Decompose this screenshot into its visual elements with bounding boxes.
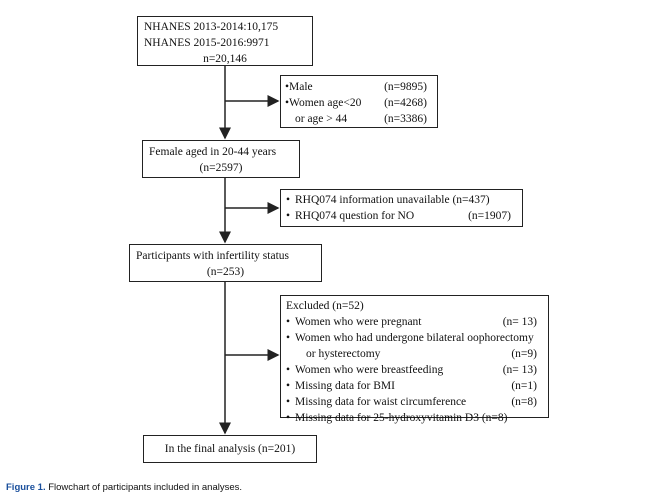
box-female-20-44: Female aged in 20-44 years (n=2597) [142,140,300,178]
box-exclusion-3: Excluded (n=52) Women who were pregnant(… [280,295,549,426]
infertility-line-2: (n=253) [206,266,245,278]
caption-label: Figure 1. [6,482,46,493]
excl3-row-bmi: Missing data for BMI(n=1) [286,378,543,394]
box-infertility-status: Participants with infertility status (n=… [129,244,322,282]
flow-arrows [219,66,280,435]
source-line-3: n=20,146 [203,53,247,65]
excl3-row-breastfeeding: Women who were breastfeeding(n= 13) [286,362,543,378]
final-line: In the final analysis (n=201) [164,443,296,455]
excl3-row-hysterectomy: or hysterectomy(n=9) [306,348,537,360]
figure-caption: Figure 1. Flowchart of participants incl… [6,482,242,493]
excl3-title: Excluded (n=52) [286,300,364,312]
excl3-row-pregnant: Women who were pregnant(n= 13) [286,314,543,330]
excl1-row-male: •Male(n=9895) [285,81,427,93]
box-exclusion-1: •Male(n=9895) •Women age<20(n=4268) or a… [280,75,438,128]
excl2-row-no: RHQ074 question for NO(n=1907) [286,208,517,224]
source-line-1: NHANES 2013-2014:10,175 [144,21,279,33]
box-final-analysis: In the final analysis (n=201) [143,435,317,463]
infertility-line-1: Participants with infertility status [136,250,289,262]
source-line-2: NHANES 2015-2016:9971 [144,37,270,49]
female-line-2: (n=2597) [199,162,243,174]
female-line-1: Female aged in 20-44 years [149,146,277,158]
box-source-population: NHANES 2013-2014:10,175 NHANES 2015-2016… [137,16,313,66]
excl3-row-vitamin-d: Missing data for 25-hydroxyvitamin D3 (n… [286,410,543,426]
excl2-row-unavailable: RHQ074 information unavailable (n=437) [286,192,517,208]
excl3-row-oophorectomy: Women who had undergone bilateral oophor… [286,330,543,346]
excl1-row-age-under-20: •Women age<20(n=4268) [285,97,427,109]
caption-text: Flowchart of participants included in an… [48,482,243,493]
excl3-row-waist: Missing data for waist circumference(n=8… [286,394,543,410]
box-exclusion-2: RHQ074 information unavailable (n=437) R… [280,189,523,227]
excl1-row-age-over-44: or age > 44(n=3386) [295,113,427,125]
